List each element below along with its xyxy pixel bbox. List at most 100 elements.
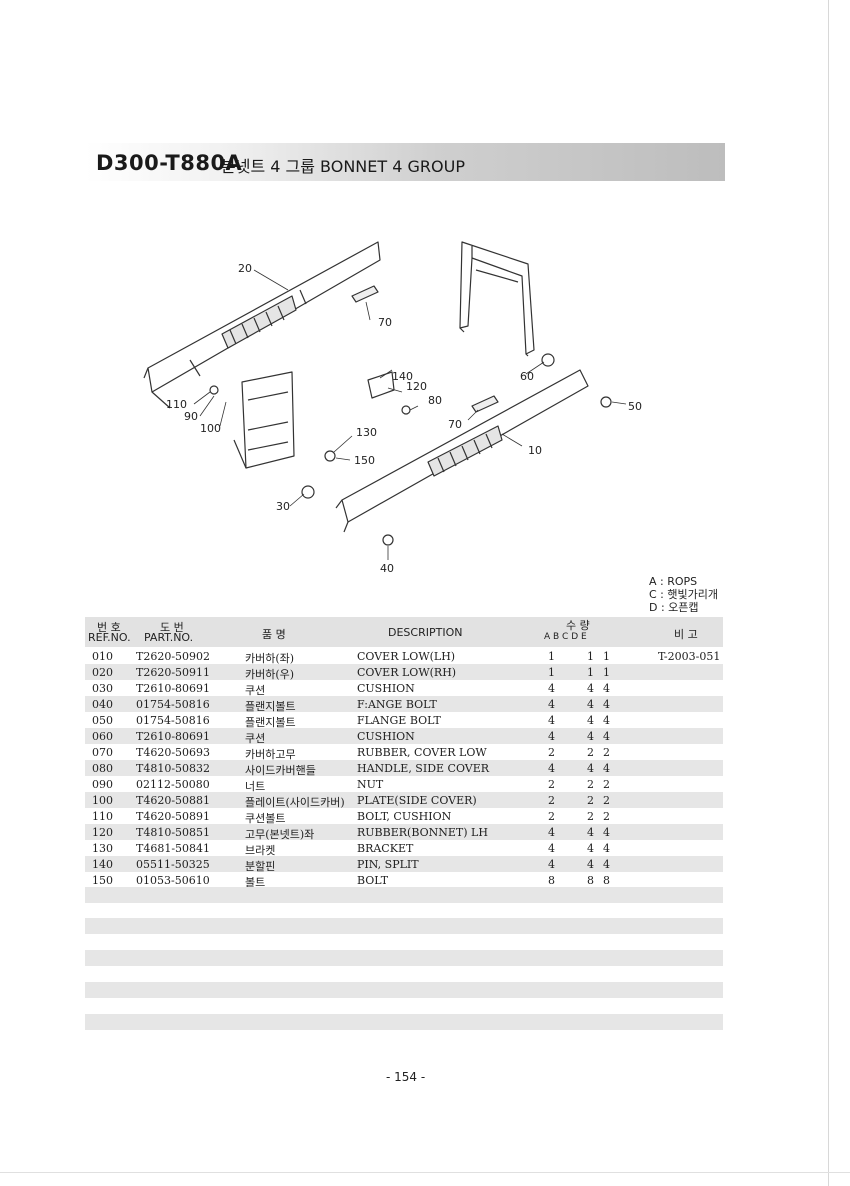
header-part-ko: 도 번 [160,621,184,634]
qty-a-cell: 4 [548,682,555,695]
part-no-cell: 01754-50816 [136,698,210,711]
empty-band [85,887,723,903]
header-ref-ko: 번 호 [97,621,121,634]
qty-a-cell: 2 [548,810,555,823]
callout-110: 110 [166,398,187,411]
bolt-part-50 [600,396,612,408]
qty-a-cell: 8 [548,874,555,887]
page-edge-right [828,0,829,1186]
qty-a-cell: 2 [548,778,555,791]
qty-c-cell: 4 [587,730,594,743]
korean-name-cell: 사이드카버핸들 [245,764,316,777]
description-cell: PLATE(SIDE COVER) [357,794,477,807]
qty-a-cell: 4 [548,714,555,727]
header-remarks: 비 고 [674,628,698,641]
description-cell: RUBBER(BONNET) LH [357,826,488,839]
qty-a-cell: 4 [548,698,555,711]
callout-30: 30 [276,500,290,513]
callout-40: 40 [380,562,394,575]
qty-a-cell: 4 [548,730,555,743]
description-cell: RUBBER, COVER LOW [357,746,487,759]
qty-c-cell: 4 [587,714,594,727]
part-no-cell: T4681-50841 [136,842,211,855]
qty-a-cell: 1 [548,650,555,663]
part-no-cell: 01053-50610 [136,874,210,887]
page-number: - 154 - [386,1070,426,1084]
qty-c-cell: 4 [587,826,594,839]
description-cell: BRACKET [357,842,414,855]
qty-c-cell: 8 [587,874,594,887]
cover-low-left-part [143,241,381,409]
qty-d-cell: 2 [603,778,610,791]
part-no-cell: T4810-50832 [136,762,211,775]
qty-c-cell: 4 [587,762,594,775]
description-cell: HANDLE, SIDE COVER [357,762,490,775]
description-cell: CUSHION [357,682,415,695]
part-no-cell: 05511-50325 [136,858,210,871]
qty-c-cell: 1 [587,666,594,679]
qty-d-cell: 4 [603,714,610,727]
legend-a: A : ROPS [649,575,698,588]
korean-name-cell: 쿠션 [245,684,266,697]
header-qty-cols: A B C D E [544,632,587,642]
callout-80: 80 [428,394,442,407]
nut-part-90 [209,385,219,395]
callout-70-top: 70 [378,316,392,329]
qty-c-cell: 2 [587,810,594,823]
header-qty: 수 량 [566,619,590,632]
qty-a-cell: 4 [548,858,555,871]
cushion-part-30 [301,485,315,499]
qty-d-cell: 2 [603,746,610,759]
qty-a-cell: 2 [548,794,555,807]
korean-name-cell: 플랜지볼트 [245,700,296,713]
qty-d-cell: 4 [603,698,610,711]
qty-d-cell: 2 [603,794,610,807]
qty-c-cell: 2 [587,794,594,807]
bracket-part-130 [324,450,336,462]
ref-no-cell: 110 [92,810,113,823]
header-ref-en: REF.NO. [88,631,131,644]
ref-no-cell: 020 [92,666,113,679]
qty-c-cell: 2 [587,746,594,759]
korean-name-cell: 카버하(우) [245,668,295,681]
qty-c-cell: 1 [587,650,594,663]
remark-cell: T-2003-051 [658,650,721,663]
qty-d-cell: 4 [603,826,610,839]
callout-120: 120 [406,380,427,393]
header-description: DESCRIPTION [388,626,463,639]
qty-a-cell: 4 [548,826,555,839]
part-no-cell: T4620-50891 [136,810,211,823]
ref-no-cell: 050 [92,714,113,727]
ref-no-cell: 040 [92,698,113,711]
qty-d-cell: 4 [603,730,610,743]
ref-no-cell: 070 [92,746,113,759]
korean-name-cell: 카버하(좌) [245,652,295,665]
ref-no-cell: 100 [92,794,113,807]
qty-c-cell: 2 [587,778,594,791]
description-cell: F:ANGE BOLT [357,698,437,711]
korean-name-cell: 플랜지볼트 [245,716,296,729]
description-cell: FLANGE BOLT [357,714,441,727]
qty-c-cell: 4 [587,842,594,855]
legend-d: D : 오픈캡 [649,601,699,614]
callout-70-mid: 70 [448,418,462,431]
ref-no-cell: 030 [92,682,113,695]
ref-no-cell: 140 [92,858,113,871]
qty-a-cell: 4 [548,762,555,775]
ref-no-cell: 060 [92,730,113,743]
qty-d-cell: 4 [603,858,610,871]
callout-50: 50 [628,400,642,413]
korean-name-cell: 카버하고무 [245,748,296,761]
qty-c-cell: 4 [587,858,594,871]
qty-d-cell: 4 [603,682,610,695]
korean-name-cell: 너트 [245,780,266,793]
